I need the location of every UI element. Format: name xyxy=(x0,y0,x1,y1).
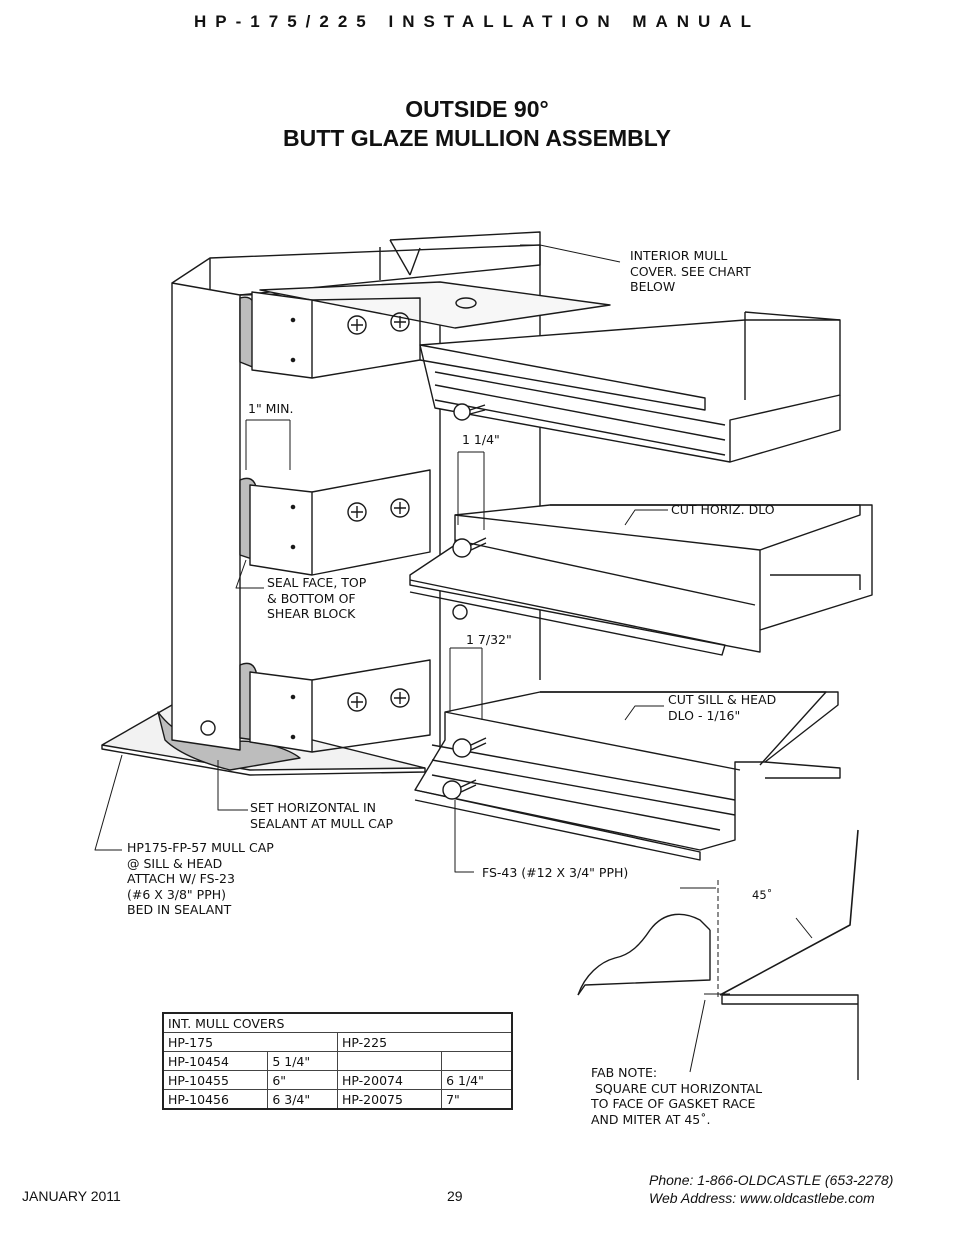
table-row: HP-10454 5 1/4" xyxy=(162,1051,513,1071)
table-cell xyxy=(441,1051,513,1071)
table-cell: HP-20074 xyxy=(336,1070,443,1090)
mullion-front-face xyxy=(171,282,241,751)
table-cell: HP-20075 xyxy=(336,1089,443,1110)
page-title-line1: OUTSIDE 90° xyxy=(405,96,549,122)
callout-seal-face: SEAL FACE, TOP & BOTTOM OF SHEAR BLOCK xyxy=(267,575,367,621)
table-cell: HP-10456 xyxy=(162,1089,269,1110)
table-cell: 6 1/4" xyxy=(441,1070,513,1090)
callout-mull-cap: HP175-FP-57 MULL CAP @ SILL & HEAD ATTAC… xyxy=(127,840,274,917)
middle-horizontal-extrusion xyxy=(409,504,873,656)
fab-note: FAB NOTE: SQUARE CUT HORIZONTAL TO FACE … xyxy=(591,1065,763,1127)
interior-mull-cover-plate xyxy=(259,281,611,329)
manual-header: HP-175/225 INSTALLATION MANUAL xyxy=(194,12,760,31)
footer-web: Web Address: www.oldcastlebe.com xyxy=(649,1190,875,1206)
footer-date: JANUARY 2011 xyxy=(22,1188,121,1204)
shear-block-middle xyxy=(239,469,431,576)
shear-block-bottom xyxy=(200,659,431,753)
callout-cut-horiz-dlo: CUT HORIZ. DLO xyxy=(671,502,775,517)
table-cell xyxy=(336,1051,443,1071)
page-number: 29 xyxy=(447,1188,463,1204)
table-row: HP-10455 6" HP-20074 6 1/4" xyxy=(162,1070,513,1090)
page-title-line2: BUTT GLAZE MULLION ASSEMBLY xyxy=(282,125,671,151)
table-row: HP-10456 6 3/4" HP-20075 7" xyxy=(162,1089,513,1110)
table-cell: 7" xyxy=(441,1089,513,1110)
top-horizontal-extrusion xyxy=(419,311,841,463)
callout-interior-mull-cover: INTERIOR MULL COVER. SEE CHART BELOW xyxy=(630,248,751,294)
table-cell: HP-10455 xyxy=(162,1070,269,1090)
footer-phone: Phone: 1-866-OLDCASTLE (653-2278) xyxy=(649,1172,894,1188)
table-cell: 6 3/4" xyxy=(267,1089,338,1110)
table-header-hp175: HP-175 xyxy=(162,1032,338,1052)
table-cell: 6" xyxy=(267,1070,338,1090)
table-header-hp225: HP-225 xyxy=(336,1032,513,1052)
callout-seven-thirty-seconds: 1 7/32" xyxy=(466,632,512,647)
callout-fs43: FS-43 (#12 X 3/4" PPH) xyxy=(482,865,629,880)
callout-cut-sill-head: CUT SILL & HEAD DLO - 1/16" xyxy=(668,692,777,723)
bottom-horizontal-extrusion xyxy=(414,691,841,861)
callout-one-and-quarter: 1 1/4" xyxy=(462,432,500,447)
table-cell: 5 1/4" xyxy=(267,1051,338,1071)
footer-contact: Phone: 1-866-OLDCASTLE (653-2278) Web Ad… xyxy=(649,1171,893,1207)
callout-set-horizontal: SET HORIZONTAL IN SEALANT AT MULL CAP xyxy=(250,800,393,831)
table-header-row: HP-175 HP-225 xyxy=(162,1032,513,1052)
table-cell: HP-10454 xyxy=(162,1051,269,1071)
callout-angle: 45˚ xyxy=(752,888,773,902)
table-title-row: INT. MULL COVERS xyxy=(162,1012,513,1033)
miter-detail xyxy=(577,829,859,1080)
shear-block-top xyxy=(239,291,421,379)
callout-one-inch-min: 1" MIN. xyxy=(248,401,294,416)
int-mull-covers-table: INT. MULL COVERS HP-175 HP-225 HP-10454 … xyxy=(162,1012,513,1110)
table-title: INT. MULL COVERS xyxy=(162,1012,513,1033)
